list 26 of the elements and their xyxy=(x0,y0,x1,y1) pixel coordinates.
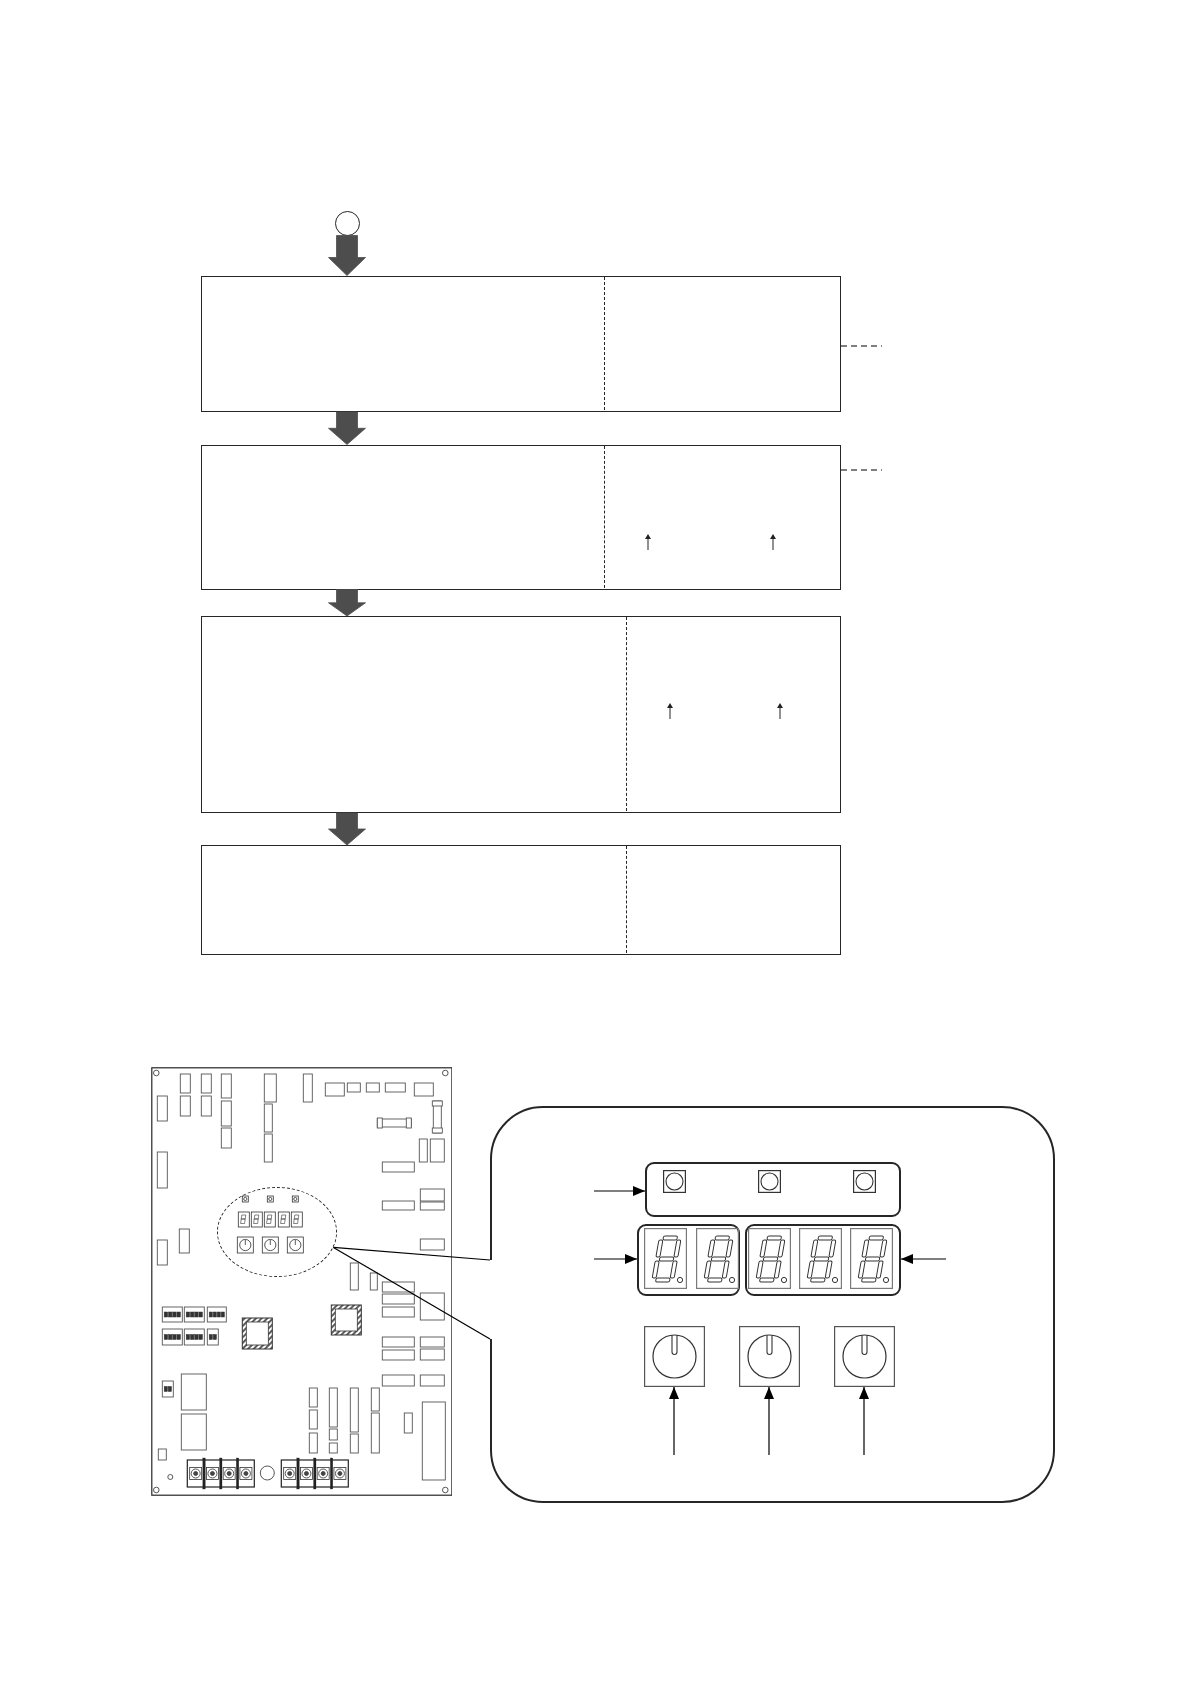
arrow xyxy=(859,1386,869,1456)
process-box xyxy=(201,275,841,412)
arrow xyxy=(593,1254,638,1264)
callout-line xyxy=(332,1246,491,1340)
led-panel xyxy=(645,1162,901,1217)
rotary-switch-icon xyxy=(643,1326,705,1387)
process-box xyxy=(201,845,841,955)
arrow xyxy=(593,1186,646,1196)
process-box xyxy=(201,616,841,813)
arrow xyxy=(764,1386,774,1456)
leader-line xyxy=(840,345,883,347)
digit-display xyxy=(637,1223,740,1296)
callout-line xyxy=(332,1246,491,1261)
block-arrow xyxy=(328,812,366,846)
circuit-board xyxy=(150,1067,452,1496)
rotary-switch-icon xyxy=(833,1326,895,1387)
block-arrow xyxy=(328,235,366,276)
callout-panel xyxy=(490,1106,1055,1503)
arrow xyxy=(669,1386,679,1456)
block-arrow xyxy=(328,411,366,445)
leader-line xyxy=(840,469,883,471)
arrow xyxy=(900,1254,947,1264)
rotary-switch-icon xyxy=(738,1326,800,1387)
process-box xyxy=(201,444,841,590)
digit-display xyxy=(745,1223,901,1296)
block-arrow xyxy=(328,589,366,617)
